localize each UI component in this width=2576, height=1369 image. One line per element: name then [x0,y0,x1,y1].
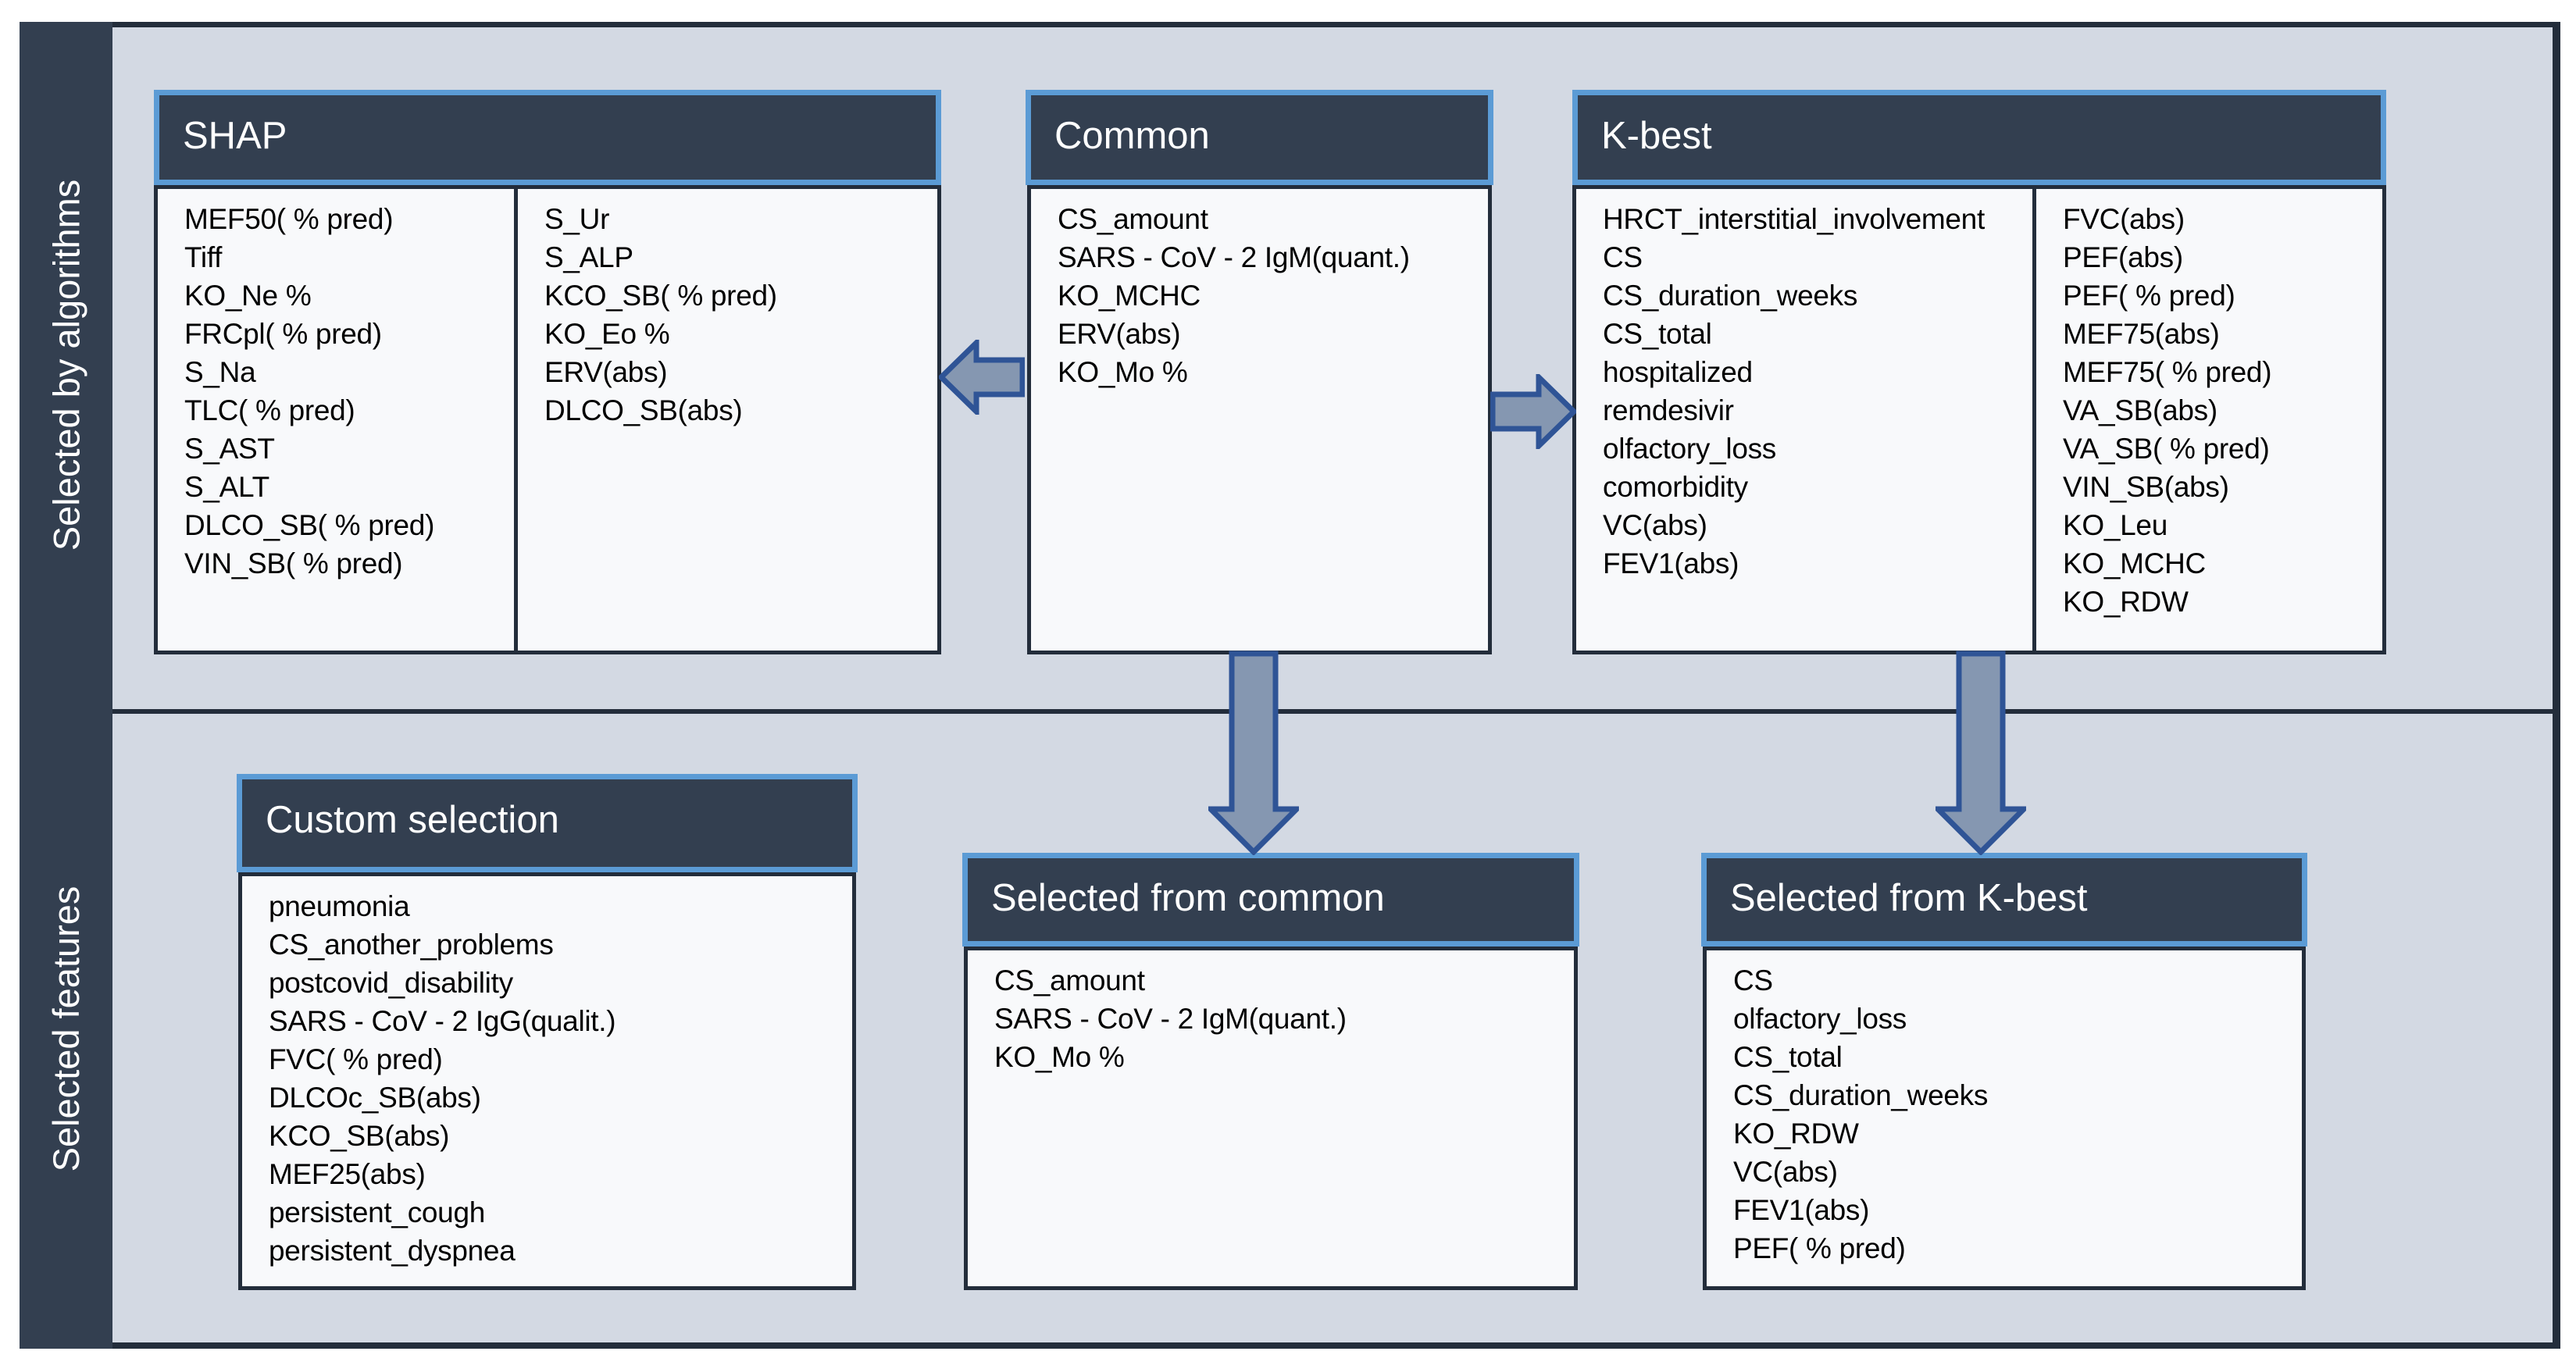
list-item: comorbidity [1603,471,1748,503]
list-item: PEF( % pred) [1733,1232,1906,1264]
list-item: VA_SB( % pred) [2063,433,2270,465]
diagram-frame: Selected by algorithms Selected features… [20,22,2560,1349]
list-item: CS_another_problems [269,929,554,961]
custom-selection-title: Custom selection [266,799,559,841]
selected-from-common-title: Selected from common [991,877,1385,919]
list-item: Tiff [184,241,223,273]
list-item: MEF75(abs) [2063,318,2220,350]
list-item: CS_duration_weeks [1603,280,1858,312]
list-item: olfactory_loss [1603,433,1777,465]
list-item: remdesivir [1603,394,1734,426]
list-item: CS_amount [994,964,1145,996]
custom-selection-header: Custom selection [237,774,858,872]
list-item: persistent_dyspnea [269,1235,516,1267]
list-item: pneumonia [269,890,410,922]
kbest-list-column-2: FVC(abs) PEF(abs) PEF( % pred) MEF75(abs) ME… [2036,189,2382,651]
section-label-selected-by-algorithms: Selected by algorithms [45,179,87,551]
selected-from-kbest-header: Selected from K-best [1701,853,2307,947]
list-item: DLCOc_SB(abs) [269,1082,481,1114]
arrow-down-icon [1208,651,1299,855]
shap-title: SHAP [183,115,287,157]
list-item: CS_amount [1058,203,1208,235]
list-item: VA_SB(abs) [2063,394,2217,426]
list-item: FVC(abs) [2063,203,2185,235]
selected-from-common-header: Selected from common [962,853,1579,947]
list-item: olfactory_loss [1733,1003,1907,1035]
list-item: S_ALP [544,241,633,273]
list-item: CS [1603,241,1643,273]
list-item: persistent_cough [269,1196,485,1228]
frame-border-bottom [20,1342,2560,1349]
list-item: FEV1(abs) [1603,547,1739,579]
list-item: HRCT_interstitial_involvement [1603,203,1985,235]
common-title: Common [1054,115,1210,157]
list-item: MEF75( % pred) [2063,356,2272,388]
list-item: KO_Ne % [184,280,312,312]
selected-from-kbest-title: Selected from K-best [1730,877,2088,919]
list-item: DLCO_SB( % pred) [184,509,435,541]
list-item: KO_MCHC [2063,547,2206,579]
list-item: FVC( % pred) [269,1043,443,1075]
arrow-left-icon [939,340,1025,415]
kbest-header: K-best [1572,90,2386,185]
list-item: VC(abs) [1733,1156,1838,1188]
arrow-right-icon [1490,374,1576,449]
list-item: KO_RDW [2063,586,2189,618]
arrow-down-icon [1936,651,2026,855]
list-item: KO_MCHC [1058,280,1201,312]
list-item: SARS - CoV - 2 IgG(qualit.) [269,1005,616,1037]
list-item: ERV(abs) [1058,318,1181,350]
list-item: VIN_SB( % pred) [184,547,403,579]
list-item: S_ALT [184,471,269,503]
section-label-selected-features: Selected features [45,886,87,1172]
section-divider [112,709,2560,714]
list-item: PEF( % pred) [2063,280,2235,312]
list-item: PEF(abs) [2063,241,2183,273]
list-item: CS_duration_weeks [1733,1079,1989,1111]
list-item: KO_RDW [1733,1118,1859,1150]
list-item: VIN_SB(abs) [2063,471,2229,503]
list-item: CS_total [1603,318,1712,350]
list-item: hospitalized [1603,356,1753,388]
list-item: KCO_SB(abs) [269,1120,450,1152]
kbest-title: K-best [1601,115,1712,157]
list-item: KO_Mo % [994,1041,1125,1073]
shap-header: SHAP [154,90,941,185]
list-item: S_AST [184,433,275,465]
list-item: FRCpl( % pred) [184,318,382,350]
list-item: TLC( % pred) [184,394,355,426]
list-item: ERV(abs) [544,356,668,388]
sidebar: Selected by algorithms Selected features [20,22,112,1349]
list-item: KO_Mo % [1058,356,1188,388]
list-item: postcovid_disability [269,967,513,999]
list-item: SARS - CoV - 2 IgM(quant.) [1058,241,1410,273]
list-item: KO_Leu [2063,509,2167,541]
frame-border-right [2553,22,2560,1349]
list-item: KCO_SB( % pred) [544,280,777,312]
list-item: MEF25(abs) [269,1158,426,1190]
frame-border-top [20,22,2560,27]
list-item: FEV1(abs) [1733,1194,1870,1226]
list-item: MEF50( % pred) [184,203,394,235]
list-item: CS [1733,964,1773,996]
list-item: S_Na [184,356,256,388]
list-item: SARS - CoV - 2 IgM(quant.) [994,1003,1347,1035]
common-header: Common [1026,90,1493,185]
list-item: DLCO_SB(abs) [544,394,743,426]
list-item: KO_Eo % [544,318,670,350]
list-item: S_Ur [544,203,610,235]
list-item: CS_total [1733,1041,1843,1073]
list-item: VC(abs) [1603,509,1707,541]
